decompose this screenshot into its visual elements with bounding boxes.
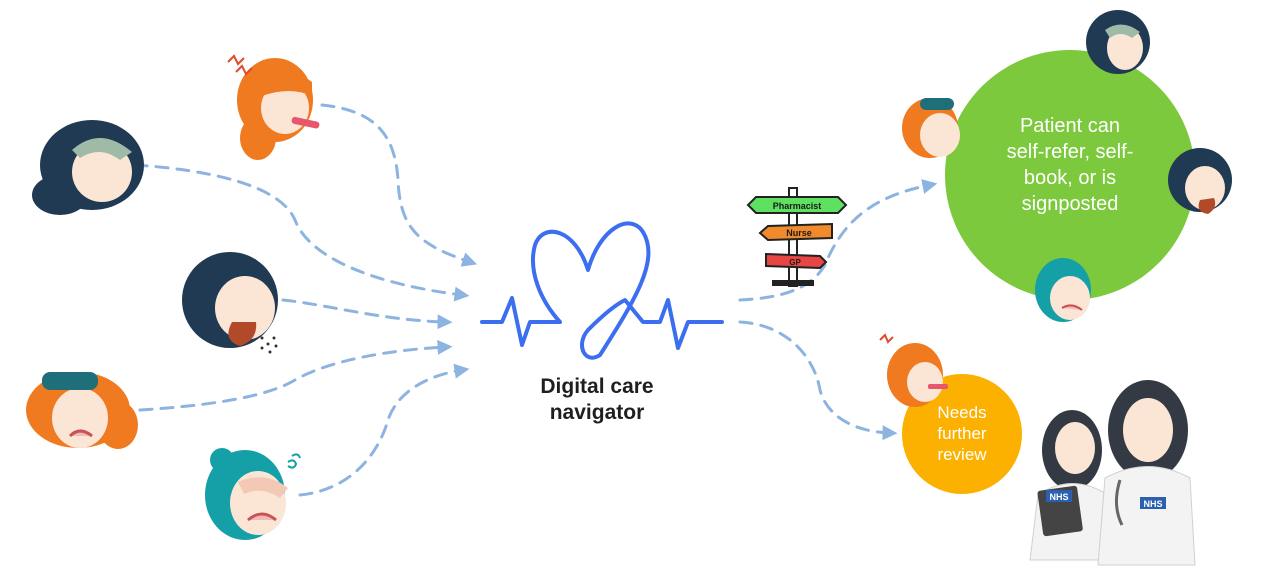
nhs-badge-right-label: NHS	[1143, 499, 1162, 509]
signpost-icon: Pharmacist Nurse GP	[746, 187, 848, 287]
nhs-badge-left	[1046, 490, 1072, 502]
patient-fever-thermometer	[227, 54, 320, 160]
signpost-gp: GP	[789, 258, 801, 267]
patient-navy-top	[1086, 10, 1150, 74]
heart-pulse-icon	[480, 221, 724, 360]
review-circle	[902, 374, 1022, 494]
self-care-circle	[945, 50, 1195, 300]
patient-fever-review	[879, 333, 948, 407]
arrow-patient-2	[133, 163, 470, 302]
arrow-patient-4	[138, 339, 453, 412]
patient-coughing-green	[1168, 148, 1232, 214]
arrow-to-self-care	[738, 179, 938, 302]
patient-headache-green	[902, 98, 960, 158]
arrow-patient-1	[320, 103, 478, 267]
patient-coughing	[182, 252, 278, 354]
arrow-patient-3	[281, 298, 453, 330]
clinician-right	[1097, 380, 1196, 566]
nhs-badge-right	[1140, 497, 1166, 509]
signpost-nurse: Nurse	[786, 228, 812, 238]
signpost-pharmacist: Pharmacist	[773, 201, 822, 211]
arrow-to-review	[738, 320, 898, 441]
patient-headache	[26, 372, 138, 449]
arrow-patient-5	[298, 363, 470, 497]
patient-navy-hair	[32, 120, 144, 215]
nhs-badge-left-label: NHS	[1049, 492, 1068, 502]
clinician-left	[1029, 410, 1116, 561]
patient-dizzy	[205, 448, 301, 540]
patient-dizzy-green	[1035, 258, 1091, 322]
